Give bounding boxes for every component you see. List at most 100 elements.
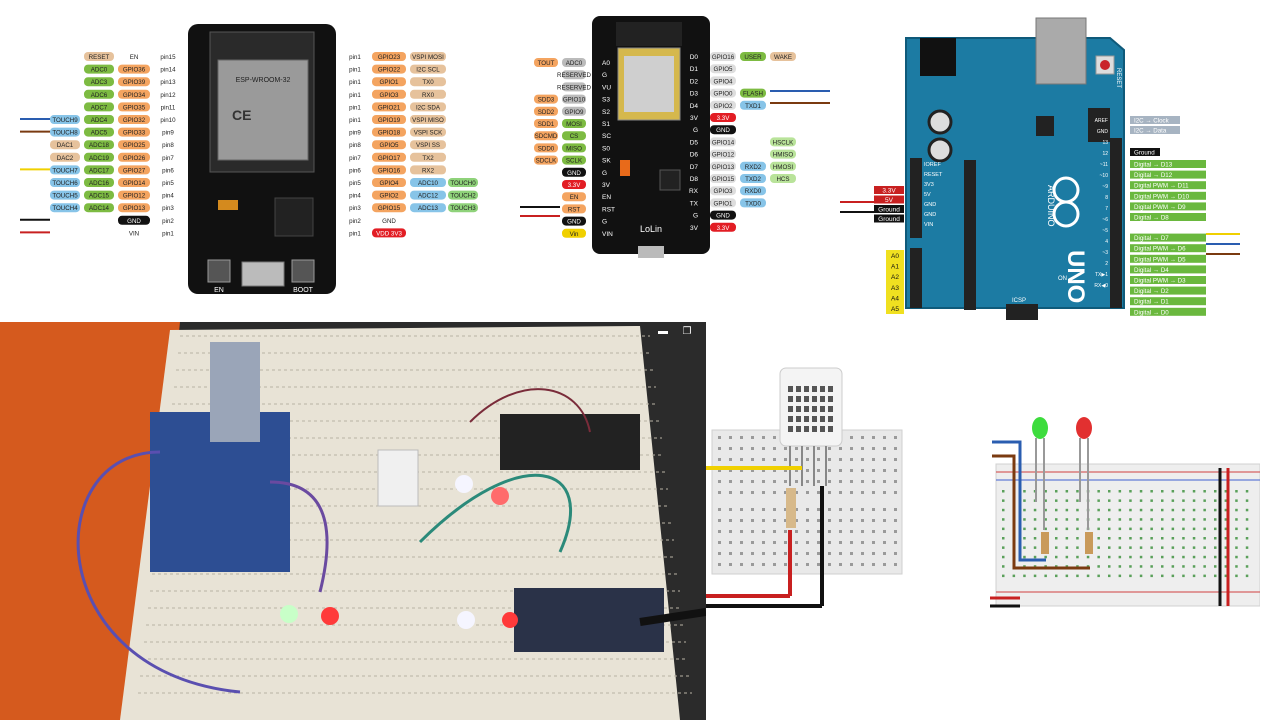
esp32-right-pin-9: pin6 <box>349 167 361 174</box>
nodemcu-left-alt-8-bg <box>562 155 586 165</box>
bb-hole <box>828 447 831 450</box>
grille-slot <box>820 416 825 422</box>
bb-hole <box>773 508 776 511</box>
restore-icon[interactable]: ❐ <box>682 326 692 337</box>
uno-digital-10-bg <box>1130 276 1206 284</box>
bb-hole <box>718 447 721 450</box>
green-led-bottom <box>280 605 298 623</box>
esp32-left-io-8-bg <box>118 152 150 162</box>
esp32-left-prefix-5-bg <box>50 115 80 124</box>
bb-hole <box>1192 574 1196 578</box>
nodemcu-right-func-3-bg <box>740 88 766 98</box>
maroon-wire <box>469 388 591 433</box>
teal-wire <box>418 473 572 553</box>
esp32-right-io-6: GPIO18 <box>378 130 401 137</box>
grille-slot <box>812 416 817 422</box>
reset-knob <box>1100 60 1110 70</box>
bb-hole <box>1150 546 1153 549</box>
esp32-left-io-3: GPIO34 <box>123 92 146 99</box>
bb-hole <box>1076 574 1079 578</box>
bb-hole <box>1182 537 1185 540</box>
bb-hole <box>773 469 776 472</box>
esp32-left-func-5: ADC4 <box>91 117 108 124</box>
uno-board-pin-6: ~9 <box>1102 184 1108 190</box>
bb-hole <box>1192 490 1196 493</box>
esp32-right-pin-11: pin4 <box>349 193 361 200</box>
nodemcu-left-alt-4: GPIO9 <box>565 109 584 116</box>
nodemcu-right-func-9-bg <box>740 161 766 171</box>
bb-hole <box>1203 518 1206 521</box>
nodemcu-left-alt-9: GND <box>567 170 581 177</box>
minimize-icon[interactable]: ▬ <box>658 326 668 337</box>
bb-hole <box>839 541 842 544</box>
bb-hole <box>817 480 820 483</box>
esp32-left-io-0-bg <box>118 52 150 61</box>
uno-analog-0: A0 <box>891 253 899 260</box>
esp32-left-prefix-9-bg <box>50 165 80 175</box>
esp32-left-io-10: GPIO14 <box>123 180 146 187</box>
esp32-right-func-5: VSPI MISO <box>412 117 444 124</box>
breadboard-holes <box>718 436 897 566</box>
bb-hole <box>850 447 853 450</box>
grille-slot <box>788 396 793 402</box>
esp32-left-pin-0: pin15 <box>160 54 176 61</box>
bb-hole <box>751 447 754 450</box>
uno-power-board-pin-6: VIN <box>924 222 933 228</box>
bb-hole <box>1203 565 1206 568</box>
boot-button[interactable] <box>291 259 315 283</box>
bb-hole <box>1214 508 1217 512</box>
nodemcu-right-extra-7: HSCLK <box>773 139 795 146</box>
esp32-svg: ESP-WROOM-32 CE EN BOOT pin15ENRESETpin1… <box>20 24 478 294</box>
esp32-left-io-14: VIN <box>129 230 139 237</box>
nodemcu-left-func-5-bg <box>534 119 558 128</box>
bb-hole <box>718 436 721 439</box>
bb-hole <box>883 541 886 544</box>
esp32-right-io-5: GPIO19 <box>378 117 401 124</box>
bb-hole <box>1002 555 1005 559</box>
esp32-usb-chip <box>274 197 314 237</box>
bb-hole <box>1161 508 1164 512</box>
bb-hole <box>795 508 798 511</box>
nodemcu-left-alt-11-bg <box>562 192 586 202</box>
en-button[interactable] <box>207 259 231 283</box>
bb-hole <box>894 491 897 494</box>
esp32-left-pin-13: pin2 <box>162 218 174 225</box>
nodemcu-right-io-4-bg <box>710 100 736 110</box>
nodemcu-right-func-11: RXD0 <box>745 188 762 195</box>
bb-hole <box>1245 537 1249 540</box>
bb-hole <box>1129 574 1132 578</box>
uno-analog-2: A2 <box>891 274 899 281</box>
bb-hole <box>883 552 886 555</box>
bb-hole <box>894 447 897 450</box>
bb-hole <box>883 480 886 483</box>
nodemcu-right-extra-10: HCS <box>776 176 789 183</box>
bb-hole <box>751 508 754 511</box>
uno-digital-7: Digital PWM → D6 <box>1134 246 1186 253</box>
grille-slot <box>828 386 833 392</box>
nodemcu-right-pin-12: TX <box>690 200 699 207</box>
uno-digital-9: Digital → D4 <box>1134 267 1169 274</box>
bb-hole <box>1033 574 1037 578</box>
uno-board-pin-8: 7 <box>1105 206 1108 212</box>
bb-hole <box>729 563 732 566</box>
esp32-right-pin-4: pin1 <box>349 104 361 111</box>
bb-hole <box>1139 499 1143 502</box>
bb-hole <box>1118 537 1122 540</box>
bb-hole <box>1224 555 1228 559</box>
esp32-right-io-4: GPIO21 <box>378 104 401 111</box>
nodemcu-right-pin-6: G <box>693 127 698 134</box>
bb-hole <box>1214 555 1217 559</box>
bb-hole <box>1108 537 1111 540</box>
photo-svg <box>0 322 706 720</box>
grille-slot <box>788 386 793 392</box>
bb-hole <box>1203 537 1206 540</box>
esp32-left-func-12: ADC14 <box>89 205 110 212</box>
bb-hole <box>806 541 809 544</box>
esp32-left-func-8: ADC19 <box>89 155 110 162</box>
bb-hole <box>883 436 886 439</box>
red-led-top <box>491 487 509 505</box>
bb-hole <box>751 530 754 533</box>
bb-hole <box>806 480 809 483</box>
nodemcu-left-pin-11: EN <box>602 194 611 201</box>
bb-hole <box>1161 518 1164 521</box>
